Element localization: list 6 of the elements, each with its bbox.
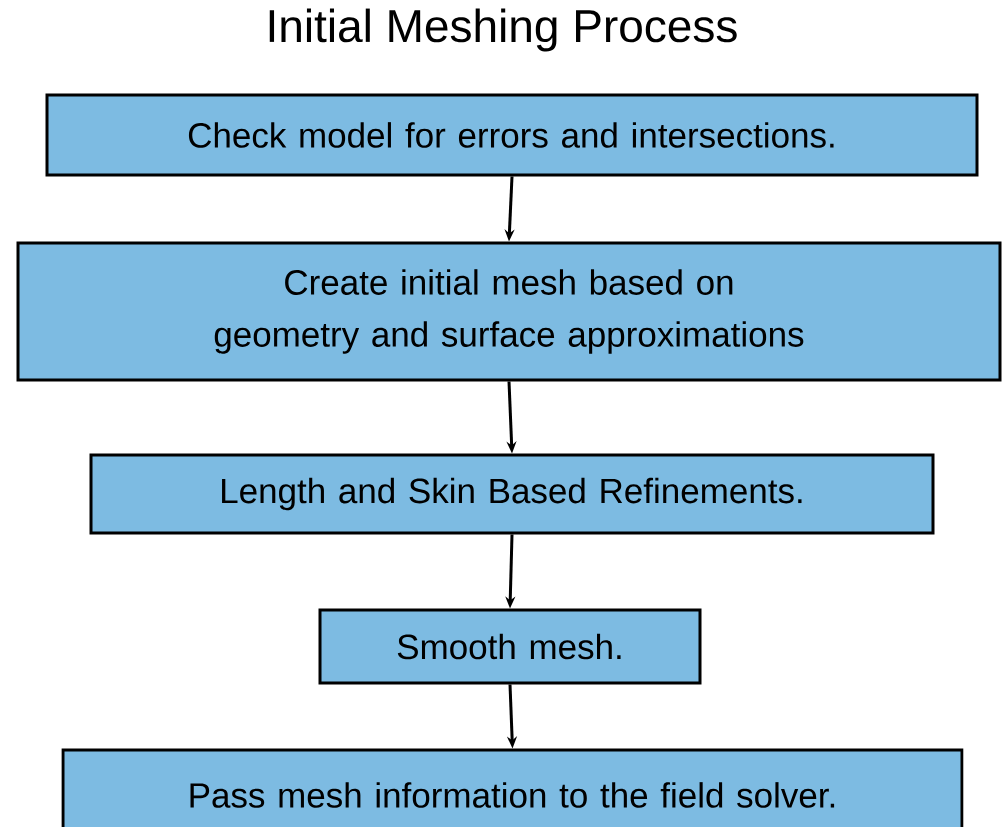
title: Initial Meshing Process — [269, 8, 737, 52]
process-box: Smooth mesh. — [318, 608, 702, 685]
process-box: Pass mesh information to the field solver. — [61, 748, 964, 827]
process-box: Check model for errors and intersections. — [45, 93, 979, 177]
process-box: Create initial mesh based on geometry and surface approximations — [16, 241, 1002, 382]
process-box: Length and Skin Based Refinements. — [89, 453, 935, 535]
